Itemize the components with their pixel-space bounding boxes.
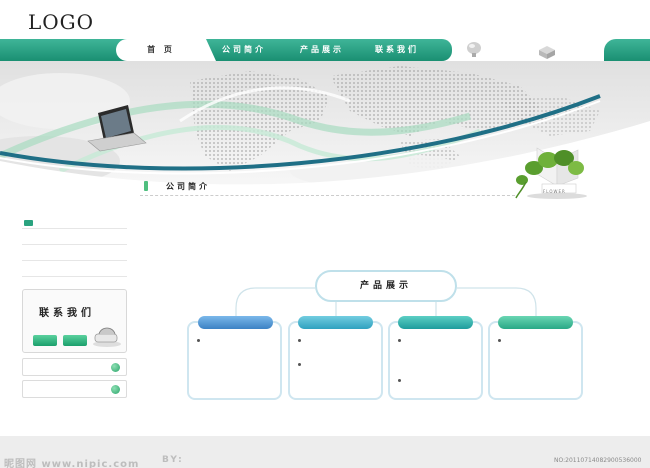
watermark-right: NO:20110714082900536000 <box>554 457 642 464</box>
bullet-icon <box>197 339 200 342</box>
logo[interactable]: LOGO <box>28 10 95 34</box>
arrow-circle-icon <box>111 363 120 372</box>
card-header-2 <box>298 316 373 329</box>
sidebar-item[interactable] <box>22 245 127 261</box>
play-icon <box>24 220 33 226</box>
breadcrumb-title: 公司简介 <box>166 182 210 191</box>
main-nav: 首 页 公司简介 产品展示 联系我们 <box>0 39 452 64</box>
footer <box>0 436 650 468</box>
arrow-circle-icon <box>111 385 120 394</box>
contact-title: 联系我们 <box>39 308 95 319</box>
sidebar-item[interactable] <box>22 213 127 229</box>
banner <box>0 61 650 203</box>
nav-right-tab <box>604 39 650 61</box>
card-header-4 <box>498 316 573 329</box>
contact-button-1[interactable] <box>33 335 57 346</box>
sidebar-item[interactable] <box>22 261 127 277</box>
plant-icon <box>515 147 587 199</box>
globe-icon[interactable] <box>464 40 484 58</box>
banner-artwork <box>0 61 650 203</box>
nav-about[interactable]: 公司简介 <box>222 45 266 54</box>
sidebar-item[interactable] <box>22 229 127 245</box>
bullet-icon <box>298 339 301 342</box>
side-link-1[interactable] <box>22 358 127 376</box>
breadcrumb-marker-icon <box>144 181 148 191</box>
contact-button-2[interactable] <box>63 335 87 346</box>
side-link-2[interactable] <box>22 380 127 398</box>
laptop-icon <box>87 105 147 152</box>
bullet-icon <box>298 363 301 366</box>
watermark-by: BY: <box>162 455 184 465</box>
diagram-connectors <box>235 287 537 317</box>
nav-contact[interactable]: 联系我们 <box>375 45 419 54</box>
nav-home[interactable]: 首 页 <box>116 39 216 61</box>
box-icon[interactable] <box>536 42 558 60</box>
card-header-3 <box>398 316 473 329</box>
card-header-1 <box>198 316 273 329</box>
phone-icon <box>93 327 121 347</box>
product-card-1[interactable] <box>187 321 282 400</box>
product-card-2[interactable] <box>288 321 383 400</box>
bullet-icon <box>498 339 501 342</box>
bullet-icon <box>398 379 401 382</box>
contact-panel: 联系我们 <box>22 289 127 353</box>
sidebar-menu <box>22 213 127 277</box>
product-card-3[interactable] <box>388 321 483 400</box>
diagram-hub[interactable]: 产品展示 <box>315 270 457 302</box>
watermark-left: 昵图网 www.nipic.com <box>4 459 140 468</box>
breadcrumb-divider <box>140 195 515 196</box>
product-card-4[interactable] <box>488 321 583 400</box>
nav-products[interactable]: 产品展示 <box>300 45 344 54</box>
bullet-icon <box>398 339 401 342</box>
plant-label: FLOWER <box>543 189 566 194</box>
